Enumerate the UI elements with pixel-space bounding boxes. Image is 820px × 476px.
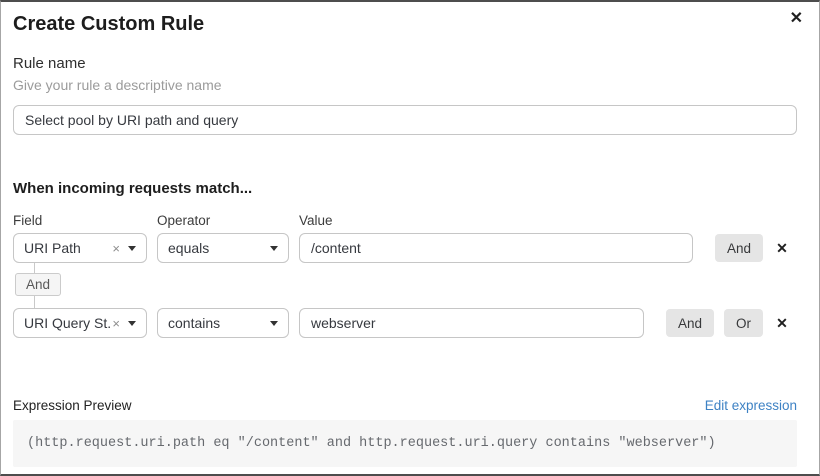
rule-name-helper: Give your rule a descriptive name (13, 77, 222, 93)
dialog-title: Create Custom Rule (13, 13, 205, 35)
chevron-down-icon (128, 245, 136, 251)
rule-name-label: Rule name (13, 55, 86, 72)
close-icon[interactable]: ✕ (788, 8, 805, 30)
remove-condition-icon[interactable]: ✕ (773, 239, 791, 257)
field-select-value: URI Query St... (24, 315, 113, 331)
operator-column-label: Operator (157, 213, 211, 228)
rule-name-input[interactable] (13, 105, 797, 135)
edit-expression-link[interactable]: Edit expression (704, 398, 797, 413)
field-select[interactable]: URI Query St... × (13, 308, 147, 338)
expression-preview-code: (http.request.uri.path eq "/content" and… (13, 420, 797, 467)
value-column-label: Value (299, 213, 333, 228)
connector-line (34, 296, 35, 308)
condition-row: URI Path × equals And ✕ (13, 233, 797, 263)
expression-preview-header: Expression Preview Edit expression (13, 398, 797, 413)
chevron-down-icon (270, 320, 278, 326)
field-select[interactable]: URI Path × (13, 233, 147, 263)
operator-select[interactable]: contains (157, 308, 289, 338)
clear-icon[interactable]: × (112, 240, 120, 256)
chevron-down-icon (270, 245, 278, 251)
field-select-value: URI Path (24, 240, 81, 256)
chevron-down-icon (128, 320, 136, 326)
operator-select-value: equals (168, 240, 210, 256)
match-heading: When incoming requests match... (13, 180, 253, 197)
field-column-label: Field (13, 213, 43, 228)
condition-row: URI Query St... × contains And Or ✕ (13, 308, 797, 338)
and-button[interactable]: And (665, 309, 714, 337)
expression-preview-label: Expression Preview (13, 398, 132, 413)
value-input[interactable] (299, 308, 644, 338)
and-button[interactable]: And (714, 234, 763, 262)
operator-select-value: contains (168, 315, 221, 331)
operator-select[interactable]: equals (157, 233, 289, 263)
connector-line (34, 263, 35, 273)
condition-column-labels: Field Operator Value (13, 213, 797, 228)
clear-icon[interactable]: × (112, 315, 120, 331)
value-input[interactable] (299, 233, 693, 263)
and-connector-badge: And (15, 273, 62, 296)
remove-condition-icon[interactable]: ✕ (773, 314, 791, 332)
or-button[interactable]: Or (724, 309, 763, 337)
